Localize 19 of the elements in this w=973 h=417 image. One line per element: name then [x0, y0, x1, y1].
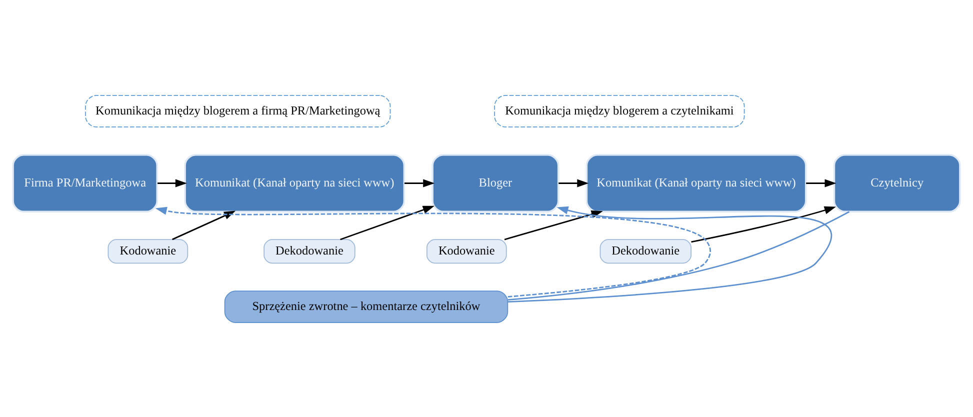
node-box: Kodowanie: [426, 238, 507, 264]
arrow: [558, 178, 589, 187]
node-box: Komunikacja między blogerem a czytelnikami: [494, 94, 745, 127]
arrow: [691, 206, 836, 242]
node-box: Dekodowanie: [600, 238, 692, 264]
node-box: Sprzężenie zwrotne – komentarze czytelników: [224, 290, 508, 322]
arrow: [158, 178, 187, 187]
node-box: Czytelnicy: [833, 154, 961, 212]
node-box: Kodowanie: [108, 238, 188, 264]
arrow: [806, 178, 836, 187]
node-box: Komunikat (Kanał oparty na sieci www): [586, 154, 807, 212]
arrow: [155, 206, 710, 297]
arrow: [340, 205, 434, 240]
node-box: Firma PR/Marketingowa: [12, 154, 158, 212]
arrow: [404, 178, 435, 187]
node-box: Bloger: [432, 154, 560, 212]
node-box: Dekodowanie: [264, 238, 356, 264]
node-box: Komunikat (Kanał oparty na sieci www): [184, 154, 406, 212]
node-box: Komunikacja między blogerem a firmą PR/Marketingową: [85, 94, 391, 127]
